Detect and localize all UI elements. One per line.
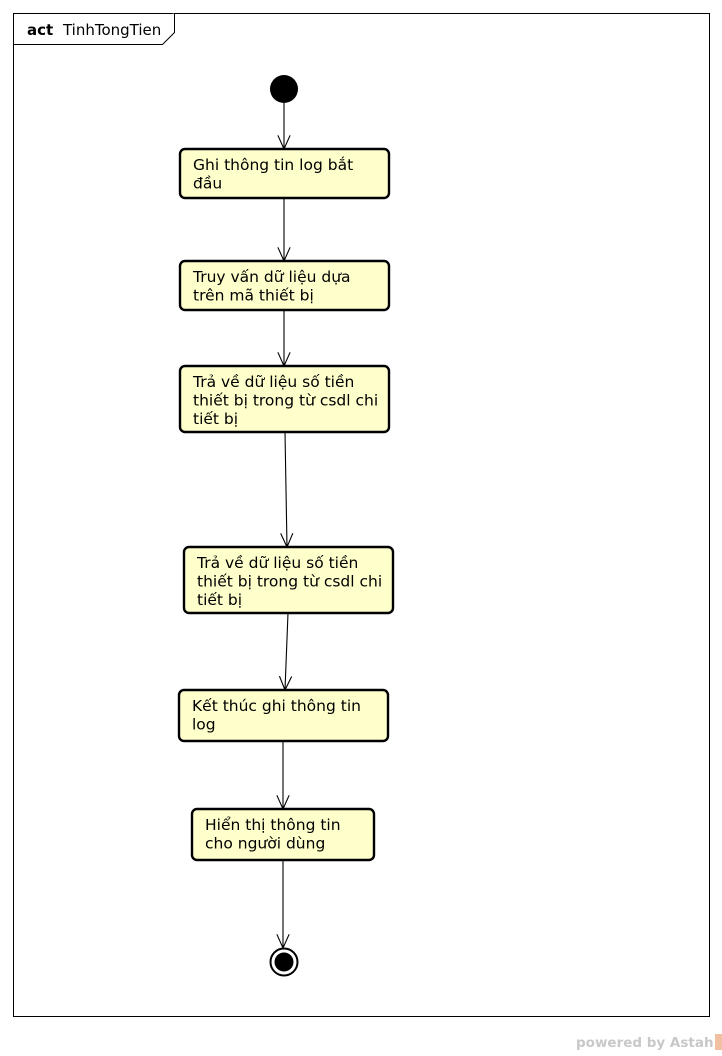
action-label-line: cho người dùng [205,835,325,853]
final-node-inner [274,952,294,972]
flow-line [284,612,289,691]
action-label-line: Trả về dữ liệu số tiền [196,554,358,572]
frame-name: TinhTongTien [62,21,161,39]
action-label-line: Truy vấn dữ liệu dựa [192,268,351,286]
astah-watermark: powered by Astah [576,1034,722,1051]
action-box [182,545,395,615]
watermark-text: powered by Astah [576,1035,714,1051]
final-node [269,947,299,977]
initial-node [270,75,298,103]
action-label-line: đầu [193,175,222,193]
frame-title: act TinhTongTien [27,21,161,39]
action-box [178,259,391,312]
frame-tab [13,13,175,45]
action-label-line: trên mã thiết bị [193,287,314,305]
action-box [178,147,391,200]
action-box [177,688,390,743]
action-label-line: thiết bị trong từ csdl chi [197,573,382,591]
action-label-line: tiết bị [193,410,238,428]
action-label-line: tiết bị [197,591,242,609]
action-box [178,364,391,434]
action-label-line: Trả về dữ liệu số tiền [192,373,354,391]
astah-logo-icon [714,1034,722,1050]
action-label-line: Ghi thông tin log bắt [193,156,353,174]
frame-kind: act [27,21,53,39]
action-box [190,807,376,862]
action-label-line: Hiển thị thông tin [205,816,341,834]
action-label-line: thiết bị trong từ csdl chi [193,392,378,410]
action-label-line: Kết thúc ghi thông tin [192,697,361,715]
flow-line [284,431,288,548]
action-label-line: log [192,716,216,734]
